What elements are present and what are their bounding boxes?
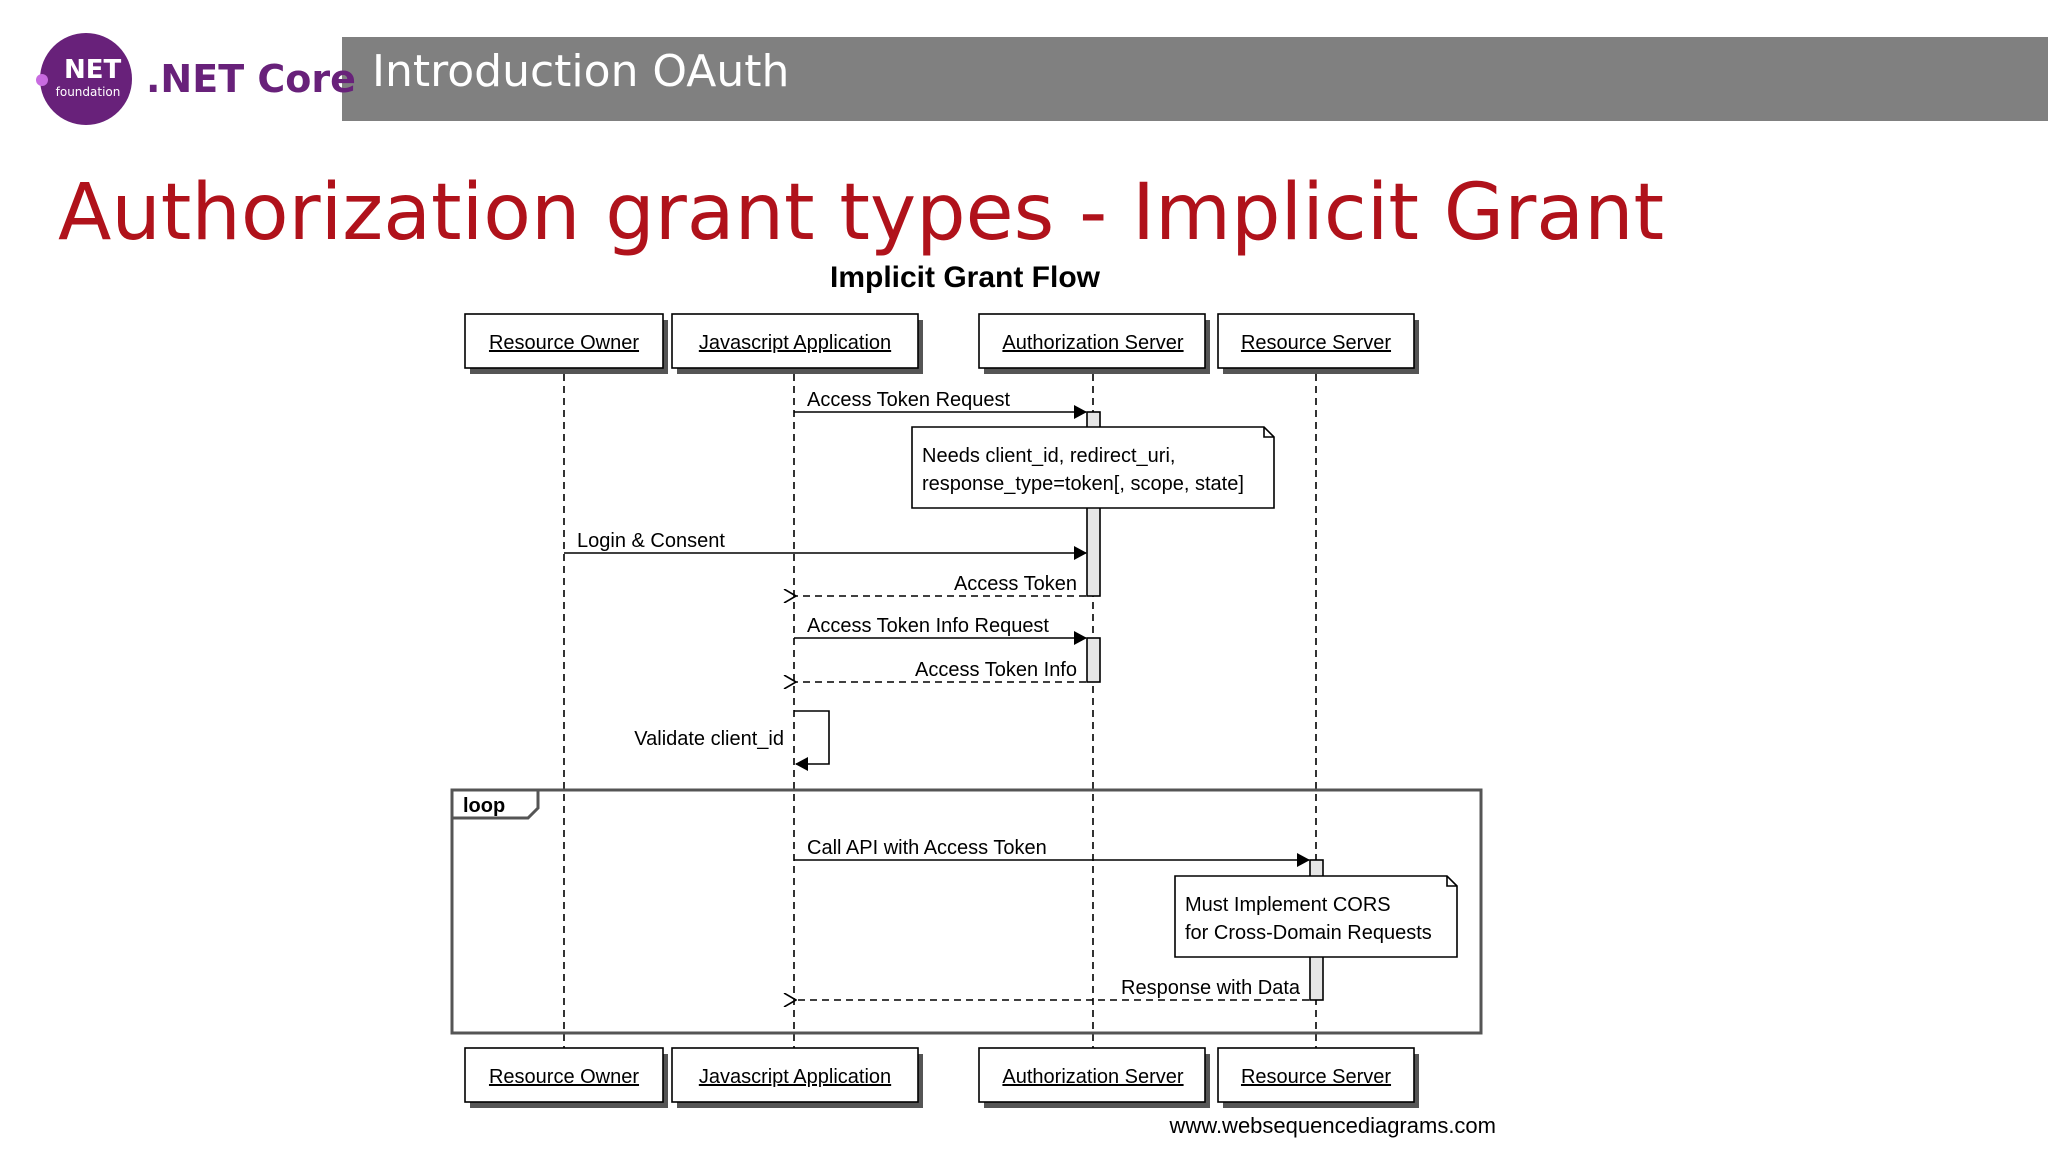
diagram-title: Implicit Grant Flow [830, 261, 1101, 294]
participant-label: Resource Owner [489, 1066, 639, 1088]
participant-label: Resource Server [1241, 1066, 1391, 1088]
participant-authorization-server-top: Authorization Server [978, 313, 1210, 374]
participant-label: Authorization Server [1002, 332, 1184, 354]
logo-net-text: NET [64, 55, 122, 85]
message-label-access-token-info: Access Token Info [915, 659, 1077, 681]
participant-label: Authorization Server [1002, 1066, 1184, 1088]
note-must-implement-cors: Must Implement CORS for Cross-Domain Req… [1174, 875, 1458, 958]
participant-javascript-application-bottom: Javascript Application [671, 1047, 923, 1108]
dotnet-foundation-logo: NET foundation [40, 33, 132, 125]
slide-title: Authorization grant types - Implicit Gra… [58, 168, 1665, 258]
header-bar [342, 37, 2048, 121]
note-needs-client-id: Needs client_id, redirect_uri, response_… [911, 426, 1275, 509]
activation-auth-server-2 [1086, 637, 1101, 683]
message-label-access-token-info-request: Access Token Info Request [807, 615, 1049, 637]
logo-dot-icon [36, 74, 48, 86]
participant-resource-owner-bottom: Resource Owner [464, 1047, 668, 1108]
message-label-access-token-request: Access Token Request [807, 389, 1011, 411]
header-title: Introduction OAuth [372, 46, 790, 97]
note-line: response_type=token[, scope, state] [922, 473, 1244, 495]
note-line: for Cross-Domain Requests [1185, 922, 1432, 944]
message-label-login-consent: Login & Consent [577, 530, 725, 552]
loop-label: loop [463, 795, 505, 817]
participant-authorization-server-bottom: Authorization Server [978, 1047, 1210, 1108]
message-arrow-validate-client-id [794, 710, 830, 771]
participant-label: Resource Owner [489, 332, 639, 354]
watermark: www.websequencediagrams.com [1169, 1113, 1497, 1138]
participant-resource-server-top: Resource Server [1217, 313, 1419, 374]
brand-label: .NET Core [146, 57, 356, 101]
logo-foundation-text: foundation [55, 85, 121, 99]
message-label-validate-client-id: Validate client_id [634, 728, 784, 750]
participant-resource-server-bottom: Resource Server [1217, 1047, 1419, 1108]
message-label-response-with-data: Response with Data [1121, 977, 1301, 999]
participant-label: Javascript Application [699, 1066, 891, 1088]
note-line: Needs client_id, redirect_uri, [922, 445, 1175, 467]
participant-resource-owner-top: Resource Owner [464, 313, 668, 374]
participant-javascript-application-top: Javascript Application [671, 313, 923, 374]
message-label-call-api: Call API with Access Token [807, 837, 1047, 859]
participant-label: Resource Server [1241, 332, 1391, 354]
participant-label: Javascript Application [699, 332, 891, 354]
note-line: Must Implement CORS [1185, 894, 1391, 916]
loop-frame: loop [450, 788, 1483, 1035]
message-label-access-token: Access Token [954, 573, 1077, 595]
